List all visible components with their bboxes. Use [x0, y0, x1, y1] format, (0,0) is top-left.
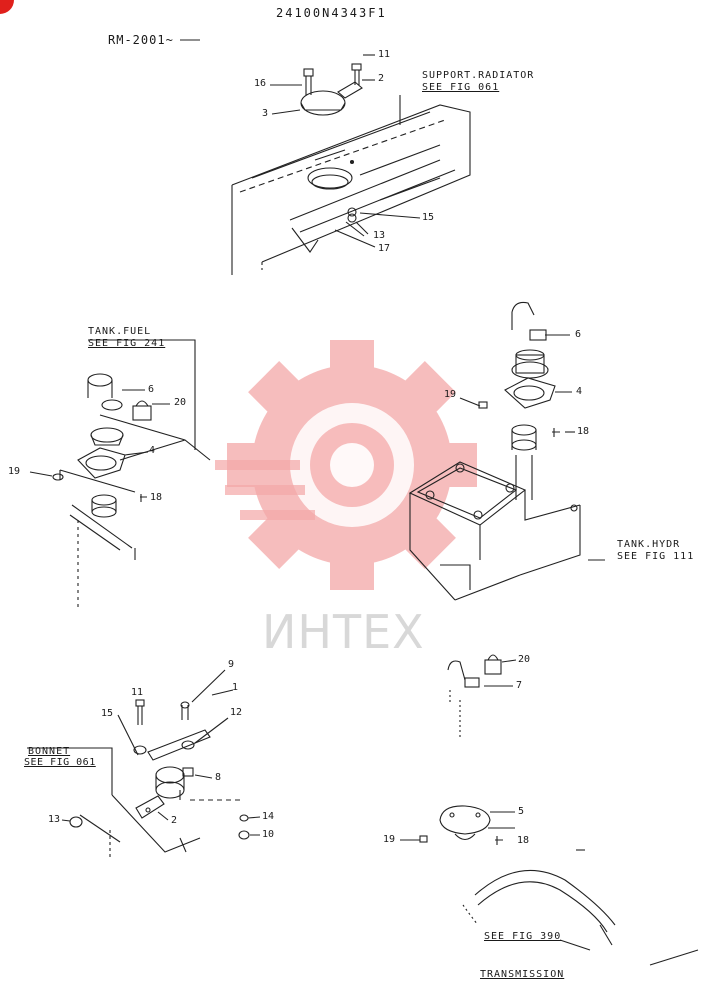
callout-8: 8	[215, 772, 222, 783]
callout-1: 1	[232, 682, 239, 693]
callout-4-hydr: 4	[576, 386, 583, 397]
corner-mark	[0, 0, 14, 14]
callout-10: 10	[262, 829, 275, 840]
callout-15-bonnet: 15	[101, 708, 114, 719]
hydraulic-tank-drawing	[408, 301, 605, 601]
callout-15: 15	[422, 212, 435, 223]
callout-9: 9	[228, 659, 235, 670]
tank-hydr-label: TANK.HYDR	[617, 539, 681, 550]
callout-19: 19	[8, 466, 21, 477]
callout-2: 2	[378, 73, 385, 84]
callout-18: 18	[150, 492, 163, 503]
callout-19-hydr: 19	[444, 389, 457, 400]
callout-16: 16	[254, 78, 267, 89]
callout-11: 11	[378, 49, 391, 60]
callout-12: 12	[230, 707, 243, 718]
watermark-text: ИНТЕХ	[262, 605, 425, 659]
callout-2-bonnet: 2	[171, 815, 178, 826]
callout-13-bonnet: 13	[48, 814, 61, 825]
callout-19-trans: 19	[383, 834, 396, 845]
transmission-label: TRANSMISSION	[480, 969, 565, 980]
callout-3: 3	[262, 108, 269, 119]
tank-fuel-fig: SEE FIG 241	[88, 338, 166, 349]
lock-transmission-drawing	[400, 654, 699, 966]
callout-18-hydr: 18	[577, 426, 590, 437]
callout-11-bonnet: 11	[131, 687, 144, 698]
tank-fuel-label: TANK.FUEL	[88, 326, 152, 337]
callout-20: 20	[174, 397, 187, 408]
support-radiator-label: SUPPORT.RADIATOR	[422, 70, 535, 81]
callout-13: 13	[373, 230, 386, 241]
serial-range: RM-2001~	[108, 33, 174, 47]
callout-6-hydr: 6	[575, 329, 582, 340]
transmission-fig: SEE FIG 390	[484, 931, 562, 942]
callout-14: 14	[262, 811, 275, 822]
tank-hydr-fig: SEE FIG 111	[617, 551, 695, 562]
fuel-tank-drawing	[29, 339, 211, 610]
bonnet-fig: SEE FIG 061	[24, 757, 96, 768]
bonnet-lock-drawing	[27, 669, 261, 860]
radiator-support-drawing	[180, 39, 471, 275]
callout-17: 17	[378, 243, 391, 254]
doc-number: 24100N4343F1	[276, 6, 387, 20]
callout-4: 4	[149, 445, 156, 456]
callout-7: 7	[516, 680, 523, 691]
bonnet-label: BONNET	[28, 746, 71, 757]
callout-5: 5	[518, 806, 525, 817]
callout-6: 6	[148, 384, 155, 395]
callout-18-trans: 18	[517, 835, 530, 846]
callout-20-lock: 20	[518, 654, 531, 665]
support-radiator-fig: SEE FIG 061	[422, 82, 500, 93]
